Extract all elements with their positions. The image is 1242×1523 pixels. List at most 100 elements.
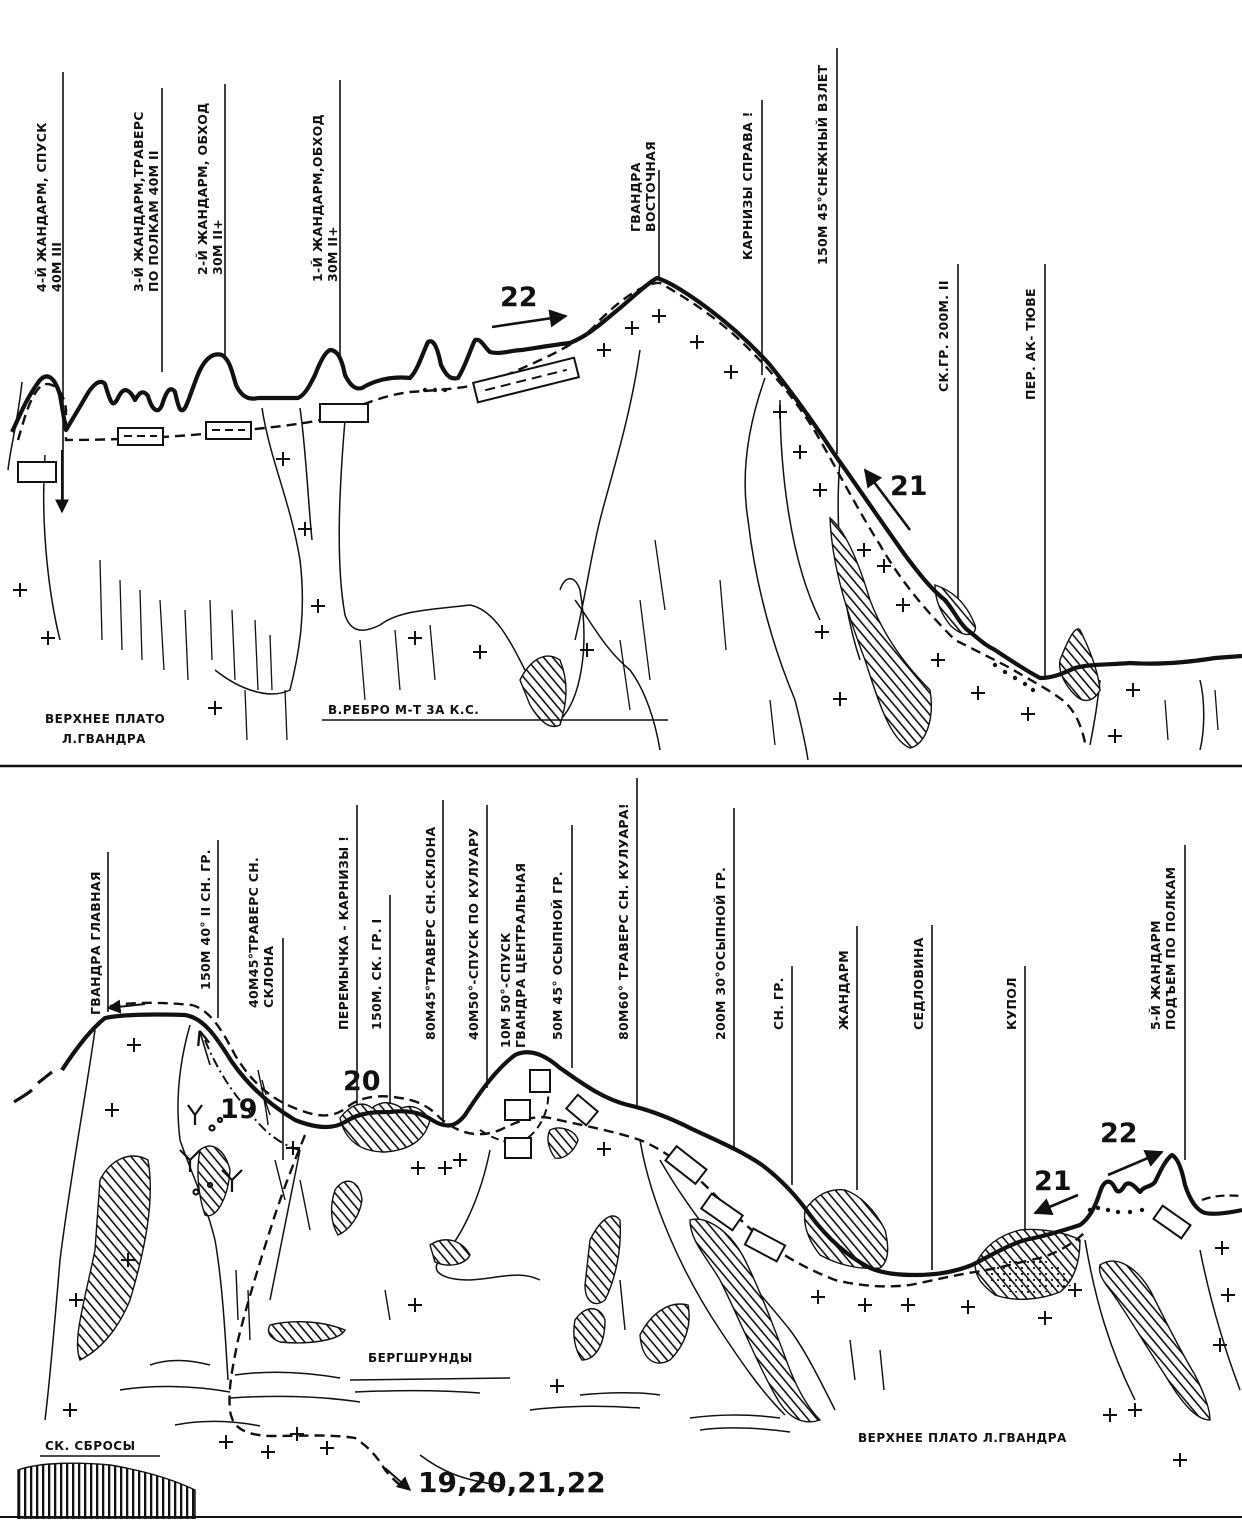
rock-patch [330,1180,363,1236]
top-plateau-label: ВЕРХНЕЕ ПЛАТО [45,712,165,726]
snow-mark [813,483,827,497]
route-19-number: 19 [220,1094,258,1125]
route-22-number: 22 [1100,1118,1138,1149]
all-routes-label: 19,20,21,22 [418,1466,606,1499]
top-ridge-line [10,275,1242,681]
bottom-plateau-label: ВЕРХНЕЕ ПЛАТО Л.ГВАНДРА [858,1431,1067,1445]
snow-mark [1126,683,1140,697]
rock-patch [584,1215,622,1305]
snow-mark [1103,1408,1117,1422]
snow-mark [219,1435,233,1449]
snow-mark [13,583,27,597]
top-panel: 4-Й ЖАНДАРМ, СПУСК 40М III 3-Й ЖАНДАРМ,Т… [7,48,1242,761]
snow-mark [261,1445,275,1459]
rock-drops-label: СК. СБРОСЫ [45,1439,136,1453]
rock-drop-patch [17,1462,196,1520]
bottom-route-dashed [109,1001,1086,1288]
gendarme-patch [803,1188,889,1270]
route-segment [319,403,369,423]
rock-patch [76,1155,151,1361]
top-label-1st-gendarme: 1-Й ЖАНДАРМ,ОБХОД 30М II+ [310,109,340,282]
snow-mark [971,686,985,700]
bottom-label-80m-couloir: 80М60° ТРАВЕРС СН. КУЛУАРА! [616,803,631,1040]
snow-mark [1068,1283,1082,1297]
top-label-rock-ridge: СК.ГР. 200М. II [936,280,951,392]
route-segment [664,1144,708,1186]
route-segment [504,1099,531,1121]
snow-mark [550,1379,564,1393]
route-segment [699,1192,745,1232]
top-label-gvandra-east: ГВАНДРА ВОСТОЧНАЯ [628,141,658,232]
bottom-marker-lines [107,778,1186,1270]
snow-mark [1173,1453,1187,1467]
top-label-2nd-gendarme: 2-Й ЖАНДАРМ, ОБХОД 30М II+ [195,98,225,275]
snow-mark [1215,1241,1229,1255]
top-slope-outlines [7,349,1205,761]
route-22-arrow [1107,1150,1164,1177]
snow-mark [1108,729,1122,743]
rock-patch [547,1127,579,1159]
snow-mark [320,1441,334,1455]
bottom-route-return-dashed [1201,1194,1242,1202]
snow-mark [961,1300,975,1314]
snow-mark [1128,1403,1142,1417]
route-21-arrow [863,468,912,531]
snow-mark [1213,1338,1227,1352]
top-plateau-name: Л.ГВАНДРА [62,732,146,746]
snow-mark [127,1038,141,1052]
bottom-label-col: СЕДЛОВИНА [911,937,926,1030]
rock-patch [197,1145,231,1217]
bottom-route-segments [504,1069,1192,1263]
bottom-label-gendarme: ЖАНДАРМ [836,950,851,1030]
bottom-label-50m-scree: 50М 45° ОСЫПНОЙ ГР. [550,871,565,1040]
bottom-snow-marks [63,1038,1235,1467]
bottom-route-dotted [1087,1205,1145,1215]
route-22-arrow [491,309,568,329]
rock-patch [829,516,932,749]
dome-dotted [985,1259,1072,1294]
route-segment [743,1227,787,1263]
route-21-number: 21 [1034,1166,1072,1197]
bottom-rock-patches [17,1102,1211,1520]
rock-patch [573,1308,606,1361]
route-19-arrow [200,1032,211,1066]
snow-mark [121,1253,135,1267]
snow-mark [290,1427,304,1441]
snow-mark [793,445,807,459]
bottom-label-5th-gendarme: 5-Й ЖАНДАРМ ПОДЪЕМ ПО ПОЛКАМ [1148,867,1178,1030]
top-snow-marks [13,309,1140,743]
top-marker-labels: 4-Й ЖАНДАРМ, СПУСК 40М III 3-Й ЖАНДАРМ,Т… [34,64,1038,400]
route-22-number: 22 [500,282,538,313]
rock-patch [639,1303,690,1364]
bottom-panel: ГВАНДРА ГЛАВНАЯ 150М 40° II СН. ГР. 40М4… [13,778,1242,1520]
rock-patch [689,1218,822,1423]
snow-mark [473,645,487,659]
bottom-ridge-edge [13,1070,53,1104]
snow-mark [815,625,829,639]
snow-mark [438,1161,452,1175]
bottom-marker-labels: ГВАНДРА ГЛАВНАЯ 150М 40° II СН. ГР. 40М4… [88,803,1178,1048]
route-segment [504,1137,532,1159]
snow-mark [408,1298,422,1312]
top-label-snow-rise: 150М 45°СНЕЖНЫЙ ВЗЛЕТ [815,64,830,265]
snow-mark [690,335,704,349]
snow-mark [597,1142,611,1156]
approach-arrow [384,1467,412,1491]
top-rib-label: В.РЕБРО М-Т 3А К.С. [328,703,479,717]
snow-mark [1021,707,1035,721]
route-21-arrow [1033,1193,1079,1216]
top-label-3rd-gendarme: 3-Й ЖАНДАРМ,ТРАВЕРС ПО ПОЛКАМ 40М II [131,107,161,292]
top-rock-patches [519,516,1101,749]
bottom-label-dome: КУПОЛ [1004,977,1019,1030]
bottom-approach-dashed [228,1134,405,1489]
snow-mark [63,1403,77,1417]
route-segment [529,1069,551,1093]
top-rock-strokes [99,539,1219,746]
top-route-segments [17,356,581,483]
snow-mark [597,343,611,357]
snow-mark [625,321,639,335]
snow-mark [773,405,787,419]
route-21-number: 21 [890,471,928,502]
